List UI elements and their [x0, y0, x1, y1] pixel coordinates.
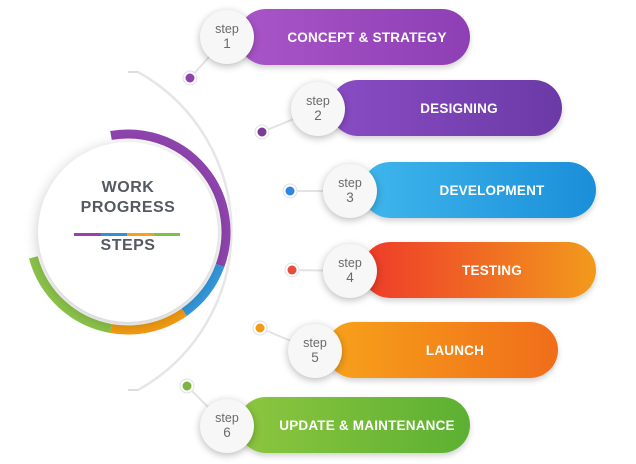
step-6-word: step: [215, 411, 239, 425]
center-disc: [38, 142, 218, 322]
step-3-word: step: [338, 176, 362, 190]
step-6-pill[interactable]: UPDATE & MAINTENANCE: [238, 397, 470, 453]
step-6-badge: step 6: [200, 399, 254, 453]
step-1-number: 1: [223, 36, 231, 51]
ring-segment: [28, 256, 112, 333]
center-title: WORK PROGRESS STEPS: [53, 178, 203, 256]
step-6-number: 6: [223, 425, 231, 440]
step-1-pill[interactable]: CONCEPT & STRATEGY: [238, 9, 470, 65]
connector-dot: [287, 265, 297, 275]
step-5-number: 5: [311, 350, 319, 365]
step-5-word: step: [303, 336, 327, 350]
step-4-label: TESTING: [462, 262, 522, 278]
progress-ring: [28, 129, 231, 335]
divider-segment: [127, 233, 154, 236]
step-2-word: step: [306, 94, 330, 108]
connector-dot: [182, 381, 192, 391]
connector-dot: [257, 127, 267, 137]
connector-dot: [285, 186, 295, 196]
connector-dot: [255, 323, 265, 333]
center-title-line1: WORK: [101, 179, 155, 196]
step-2-badge: step 2: [291, 82, 345, 136]
step-1-word: step: [215, 22, 239, 36]
step-1-label: CONCEPT & STRATEGY: [287, 29, 447, 45]
divider-segment: [100, 233, 127, 236]
step-4-pill[interactable]: TESTING: [362, 242, 596, 298]
step-3-pill[interactable]: DEVELOPMENT: [362, 162, 596, 218]
center-divider: [74, 233, 180, 236]
center-subtitle: STEPS: [100, 237, 156, 254]
ring-segment: [110, 308, 187, 335]
center-title-line2: PROGRESS: [80, 199, 176, 216]
ring-segment: [181, 263, 225, 316]
divider-segment: [74, 233, 101, 236]
step-3-label: DEVELOPMENT: [439, 182, 545, 198]
connector-arc: [137, 70, 233, 392]
step-4-word: step: [338, 256, 362, 270]
connector-dots: [179, 70, 300, 394]
step-4-badge: step 4: [323, 244, 377, 298]
step-5-label: LAUNCH: [425, 342, 485, 358]
divider-segment: [153, 233, 180, 236]
step-3-number: 3: [346, 190, 354, 205]
step-2-pill[interactable]: DESIGNING: [330, 80, 562, 136]
step-5-badge: step 5: [288, 324, 342, 378]
step-1-badge: step 1: [200, 10, 254, 64]
connector-dot: [185, 73, 195, 83]
step-4-number: 4: [346, 270, 354, 285]
step-5-pill[interactable]: LAUNCH: [326, 322, 558, 378]
step-6-label: UPDATE & MAINTENANCE: [279, 417, 455, 433]
step-2-number: 2: [314, 108, 322, 123]
ring-segment: [110, 129, 231, 268]
step-2-label: DESIGNING: [420, 100, 498, 116]
step-3-badge: step 3: [323, 164, 377, 218]
